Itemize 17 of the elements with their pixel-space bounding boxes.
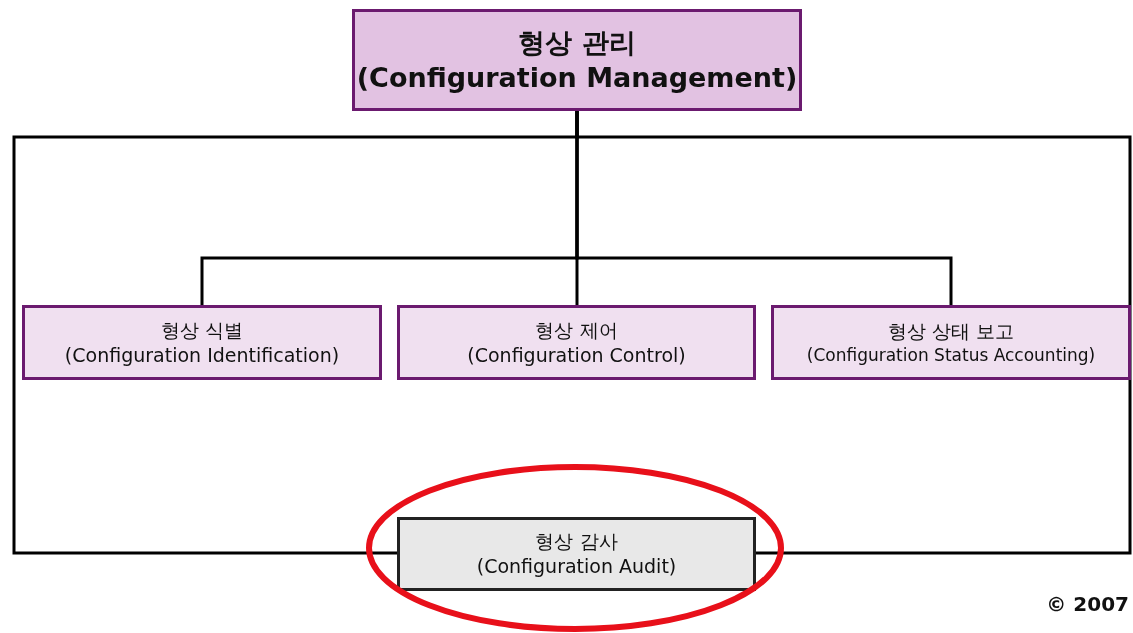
- node-title: 형상 제어: [535, 317, 618, 343]
- node-title: 형상 관리: [518, 25, 636, 60]
- process-box: [397, 305, 756, 380]
- copyright-note: © 2007: [1046, 592, 1129, 616]
- node-subtitle: (Configuration Management): [356, 61, 798, 95]
- connector-line: [575, 111, 1132, 555]
- node-subtitle: (Configuration Status Accounting): [806, 343, 1096, 366]
- node-subtitle: (Configuration Identification): [64, 342, 340, 368]
- process-box: [397, 517, 756, 591]
- root-box: [352, 9, 802, 111]
- node-title: 형상 감사: [535, 529, 618, 554]
- process-box: [22, 305, 382, 380]
- node-subtitle: (Configuration Control): [467, 342, 686, 368]
- node-title: 형상 식별: [160, 317, 243, 343]
- node-title: 형상 상태 보고: [887, 319, 1015, 344]
- process-box: [771, 305, 1131, 380]
- node-subtitle: (Configuration Audit): [476, 554, 677, 579]
